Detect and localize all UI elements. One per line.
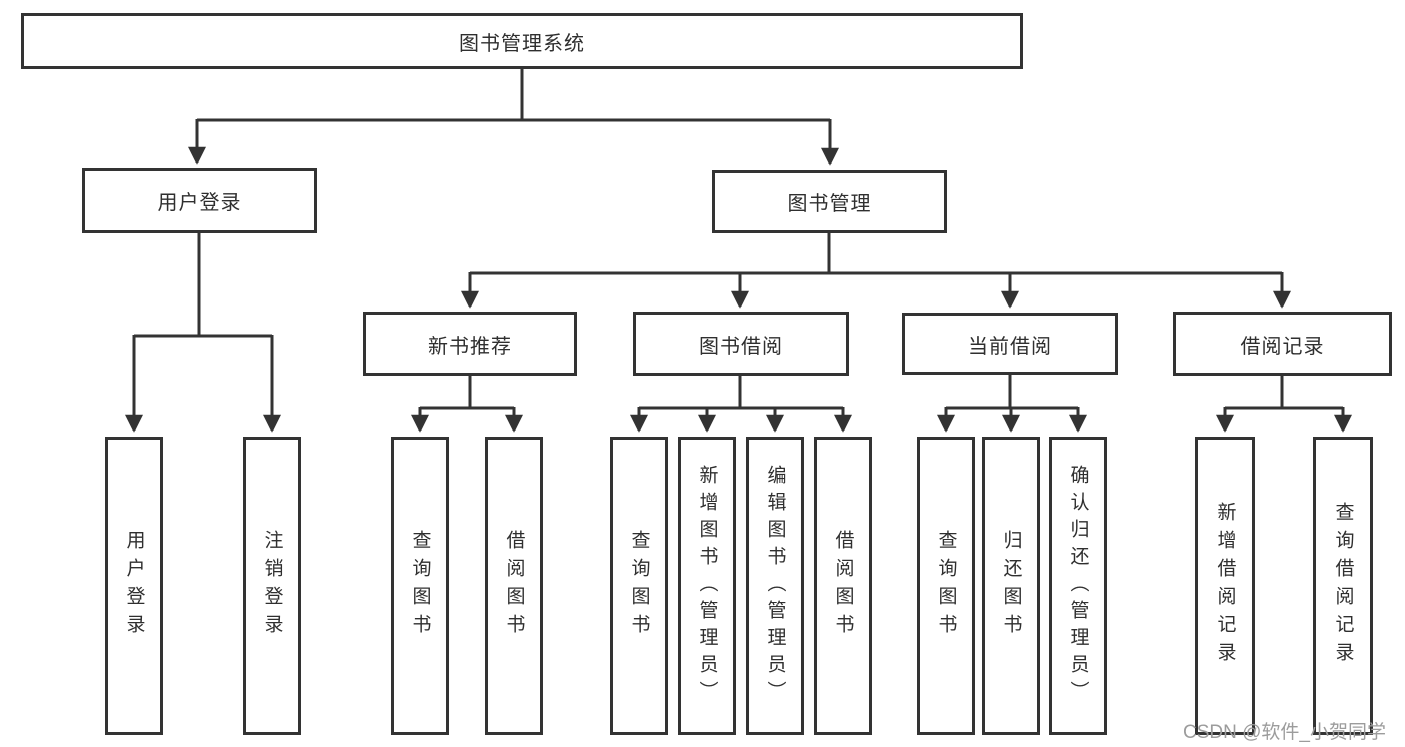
node-root: 图书管理系统 bbox=[21, 13, 1023, 69]
leaf-current-return-books-label: 归还图书 bbox=[1000, 530, 1022, 642]
csdn-watermark: CSDN @软件_小贺同学 bbox=[1183, 722, 1386, 743]
leaf-current-confirm-return: 确认归还（管理员） bbox=[1049, 437, 1107, 735]
leaf-records-query-record-label: 查询借阅记录 bbox=[1332, 502, 1354, 670]
node-new-book-recommend: 新书推荐 bbox=[363, 312, 577, 376]
node-book-borrowing-label: 图书借阅 bbox=[699, 335, 783, 358]
leaf-borrow-query-books-label: 查询图书 bbox=[628, 530, 650, 642]
node-book-borrowing: 图书借阅 bbox=[633, 312, 849, 376]
leaf-borrow-borrow-books-label: 借阅图书 bbox=[832, 530, 854, 642]
leaf-recommend-borrow-books: 借阅图书 bbox=[485, 437, 543, 735]
leaf-current-query-books-label: 查询图书 bbox=[935, 530, 957, 642]
node-user-login-label: 用户登录 bbox=[157, 192, 242, 214]
node-borrowing-records: 借阅记录 bbox=[1173, 312, 1392, 376]
leaf-borrow-borrow-books: 借阅图书 bbox=[814, 437, 872, 735]
node-new-book-recommend-label: 新书推荐 bbox=[428, 335, 512, 358]
leaf-logout: 注销登录 bbox=[243, 437, 301, 735]
leaf-borrow-edit-books: 编辑图书（管理员） bbox=[746, 437, 804, 735]
leaf-current-return-books: 归还图书 bbox=[982, 437, 1040, 735]
node-book-management-label: 图书管理 bbox=[787, 193, 872, 215]
node-user-login: 用户登录 bbox=[82, 168, 317, 233]
leaf-records-add-record-label: 新增借阅记录 bbox=[1214, 502, 1236, 670]
node-borrowing-records-label: 借阅记录 bbox=[1240, 335, 1325, 358]
leaf-borrow-query-books: 查询图书 bbox=[610, 437, 668, 735]
node-current-borrowing: 当前借阅 bbox=[902, 313, 1118, 375]
leaf-borrow-add-books: 新增图书（管理员） bbox=[678, 437, 736, 735]
leaf-user-login: 用户登录 bbox=[105, 437, 163, 735]
leaf-recommend-borrow-books-label: 借阅图书 bbox=[503, 530, 525, 642]
leaf-current-query-books: 查询图书 bbox=[917, 437, 975, 735]
leaf-logout-label: 注销登录 bbox=[261, 530, 283, 642]
leaf-recommend-query-books: 查询图书 bbox=[391, 437, 449, 735]
node-current-borrowing-label: 当前借阅 bbox=[968, 335, 1052, 358]
leaf-current-confirm-return-label: 确认归还（管理员） bbox=[1067, 464, 1089, 708]
leaf-borrow-add-books-label: 新增图书（管理员） bbox=[696, 464, 718, 708]
leaf-user-login-label: 用户登录 bbox=[123, 530, 145, 642]
leaf-records-add-record: 新增借阅记录 bbox=[1195, 437, 1255, 735]
leaf-borrow-edit-books-label: 编辑图书（管理员） bbox=[764, 464, 786, 708]
leaf-recommend-query-books-label: 查询图书 bbox=[409, 530, 431, 642]
node-book-management: 图书管理 bbox=[712, 170, 947, 233]
leaf-records-query-record: 查询借阅记录 bbox=[1313, 437, 1373, 735]
node-root-label: 图书管理系统 bbox=[459, 32, 585, 55]
